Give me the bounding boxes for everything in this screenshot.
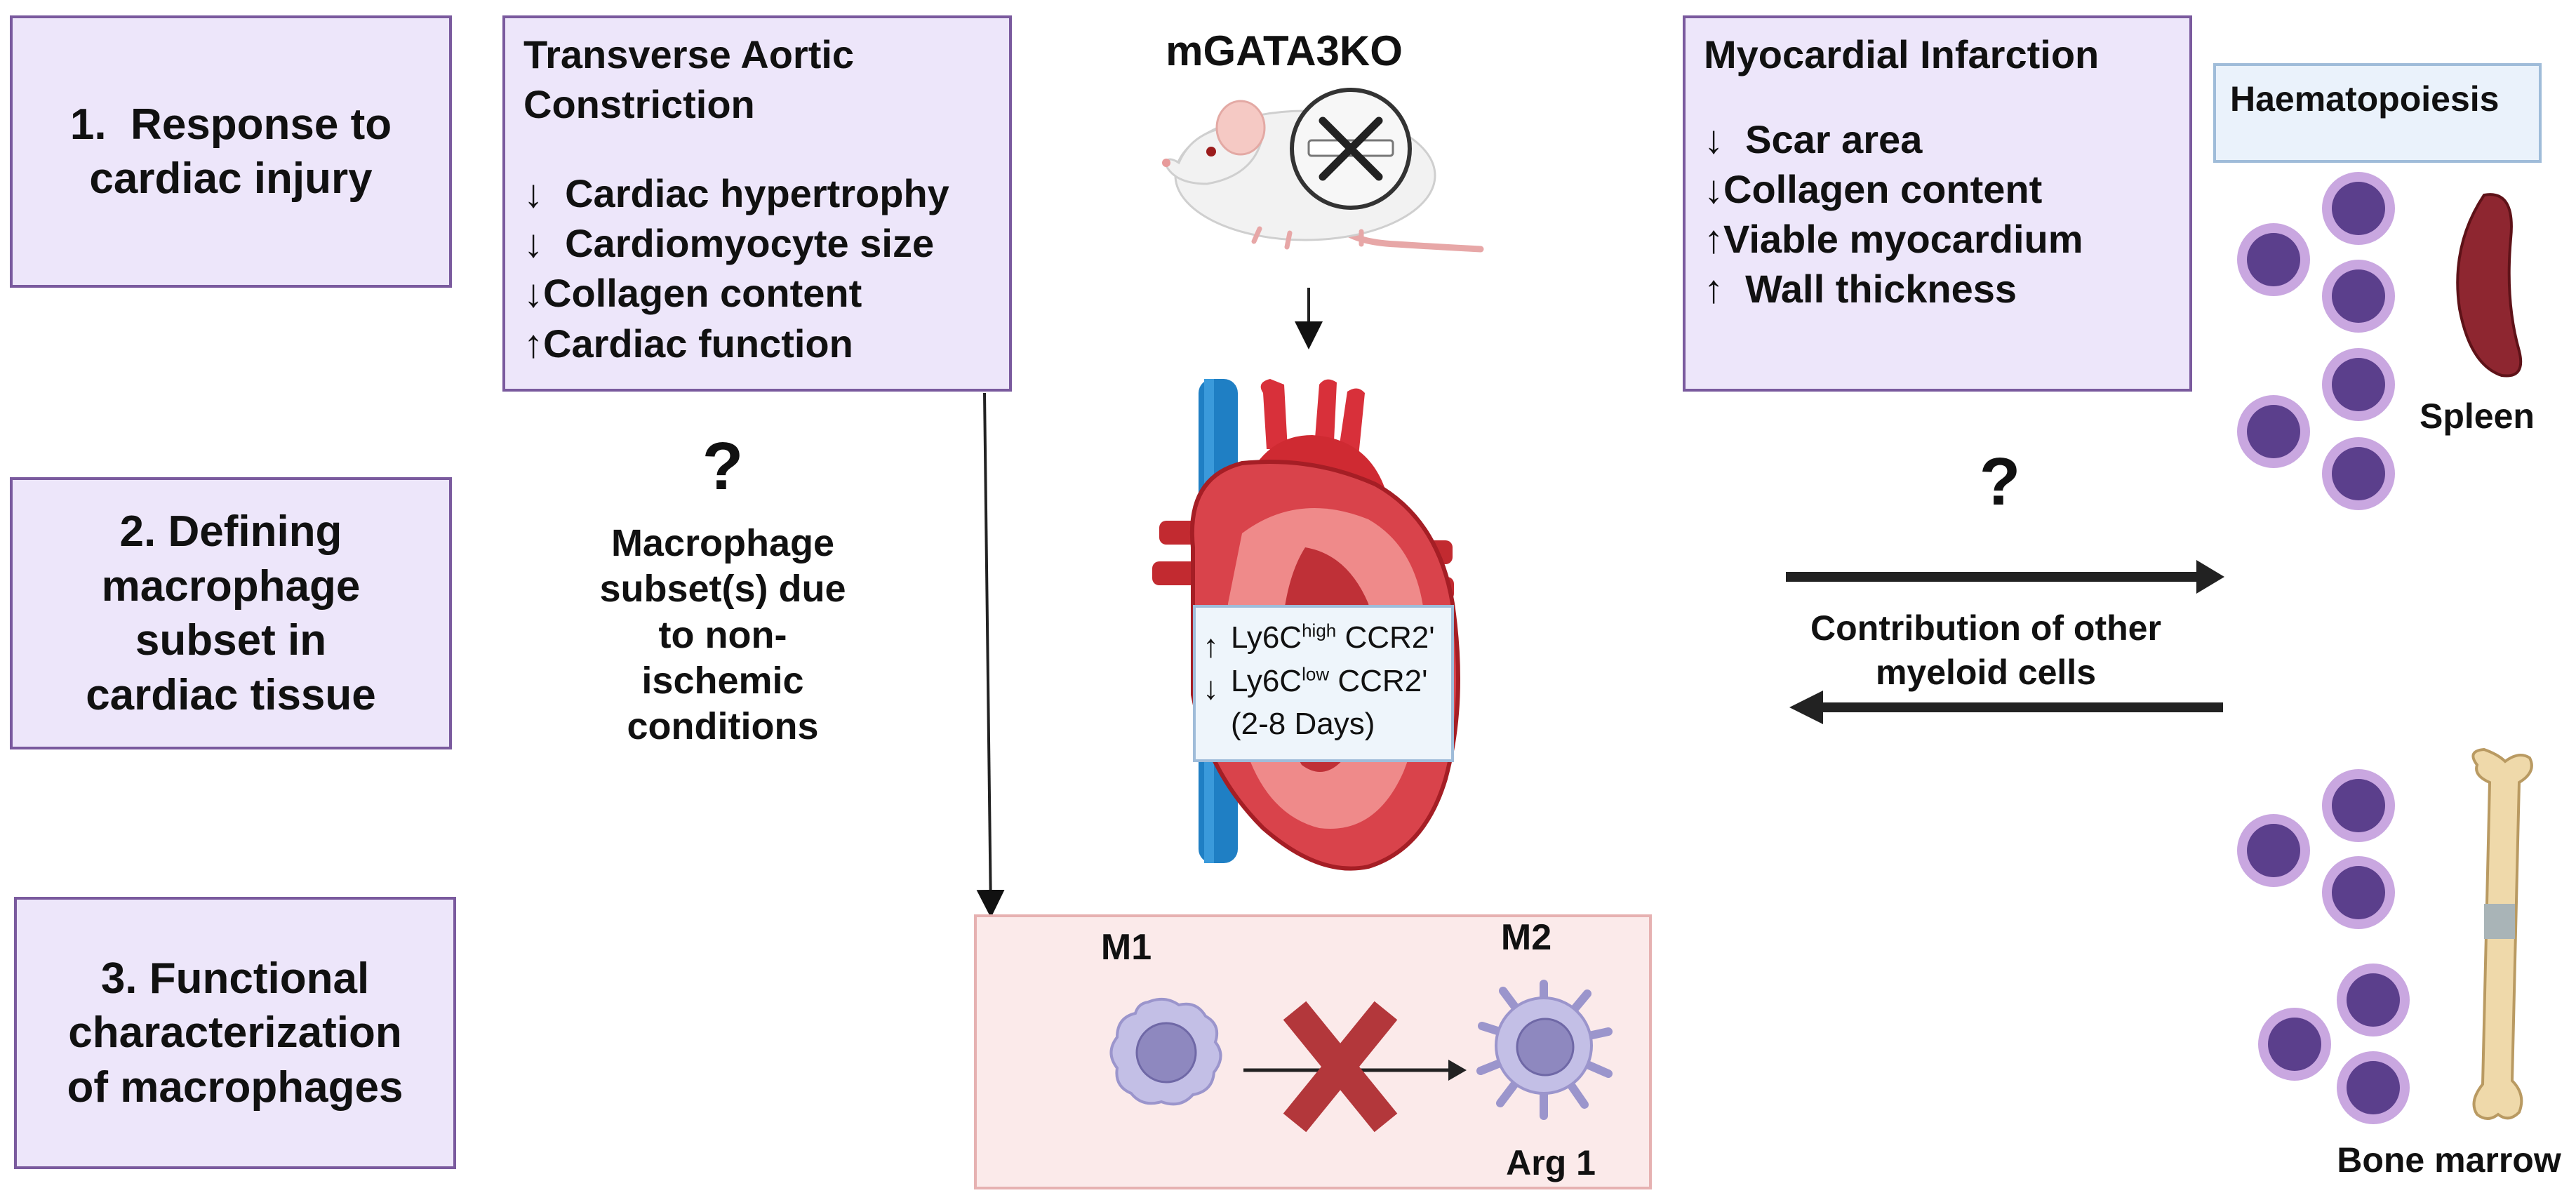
question-mark-left: ? (702, 429, 744, 504)
step-2-box: 2. Defining macrophage subset in cardiac… (10, 477, 452, 749)
spleen-icon (2456, 193, 2523, 378)
question-mark-right: ? (1979, 444, 2021, 519)
haematopoiesis-box: Haematopoiesis (2213, 63, 2542, 163)
mouse-label: mGATA3KO (1166, 27, 1403, 74)
tac-item: ↓ Cardiomyocyte size (523, 221, 935, 266)
mi-item: ↑Viable myocardium (1704, 217, 2083, 262)
step-3-box: 3. Functional characterization of macrop… (14, 897, 456, 1169)
heart-row-2: Ly6Clow CCR2' (1206, 660, 1441, 703)
step-2-line4: cardiac tissue (86, 670, 376, 719)
arg1-label: Arg 1 (1506, 1143, 1596, 1182)
macrophage-text: Macrophage subset(s) due to non- ischemi… (554, 521, 891, 750)
step-1-line1: 1. Response to (69, 100, 392, 149)
mac-line3: to non- (658, 613, 787, 656)
m1-label: M1 (1100, 927, 1152, 968)
heart-info-box: ↑ ↓ Ly6Chigh CCR2' Ly6Clow CCR2' (2-8 Da… (1193, 605, 1454, 762)
row2-suffix: CCR2' (1329, 663, 1428, 698)
mac-line1: Macrophage (610, 522, 835, 564)
tac-item: ↑Cardiac function (523, 321, 853, 366)
bone-marrow-label: Bone marrow (2337, 1140, 2561, 1180)
mi-item: ↓Collagen content (1704, 167, 2043, 212)
step-1-line2: cardiac injury (89, 154, 373, 203)
mi-item: ↑ Wall thickness (1704, 267, 2017, 312)
mi-item: ↓ Scar area (1704, 117, 1923, 162)
step-2-line1: 2. Defining (119, 507, 342, 556)
myeloid-line2: myeloid cells (1875, 652, 2097, 692)
knockout-icon (1290, 88, 1412, 210)
row1-sup: high (1302, 620, 1337, 641)
macrophage-m2-icon (1476, 980, 1613, 1120)
step-1-box: 1. Response to cardiac injury (10, 15, 452, 288)
tac-title: Transverse Aortic Constriction (523, 29, 991, 129)
mouse-icon (1162, 100, 1484, 253)
spleen-label: Spleen (2420, 396, 2535, 436)
step-2-line2: macrophage (101, 561, 361, 611)
mi-title: Myocardial Infarction (1704, 32, 2100, 76)
myeloid-line1: Contribution of other (1810, 608, 2161, 648)
mi-box: Myocardial Infarction ↓ Scar area ↓Colla… (1683, 15, 2192, 392)
row2-prefix: Ly6C (1231, 663, 1302, 698)
macrophage-m1-icon (1109, 997, 1222, 1106)
bone-icon (2471, 747, 2533, 1120)
mac-line4: ischemic (641, 659, 804, 702)
step-3-line3: of macrophages (67, 1062, 403, 1112)
cross-icon (1283, 1001, 1398, 1133)
heart-row-3: (2-8 Days) (1231, 707, 1375, 742)
tac-item: ↓ Cardiac hypertrophy (523, 171, 949, 216)
tac-title-line2: Constriction (523, 82, 755, 127)
myeloid-text: Contribution of other myeloid cells (1740, 606, 2231, 694)
cell-icon (2237, 769, 2410, 1124)
mac-line2: subset(s) due (599, 568, 846, 611)
tac-box: Transverse Aortic Constriction ↓ Cardiac… (502, 15, 1012, 392)
heart-row-1: Ly6Chigh CCR2' (1206, 616, 1441, 660)
row1-prefix: Ly6C (1231, 620, 1302, 655)
step-3-line1: 3. Functional (100, 954, 370, 1003)
row1-suffix: CCR2' (1336, 620, 1435, 655)
tac-title-line1: Transverse Aortic (523, 32, 855, 76)
haematopoiesis-label: Haematopoiesis (2230, 79, 2500, 119)
down-arrow: ↓ (1203, 669, 1219, 706)
tac-item: ↓Collagen content (523, 271, 862, 316)
step-3-line2: characterization (68, 1008, 402, 1058)
row2-sup: low (1302, 662, 1330, 684)
mac-line5: conditions (627, 705, 819, 748)
up-arrow: ↑ (1203, 627, 1219, 664)
step-2-line3: subset in (135, 616, 327, 665)
m2-label: M2 (1500, 917, 1552, 958)
cell-icon (2237, 172, 2395, 510)
